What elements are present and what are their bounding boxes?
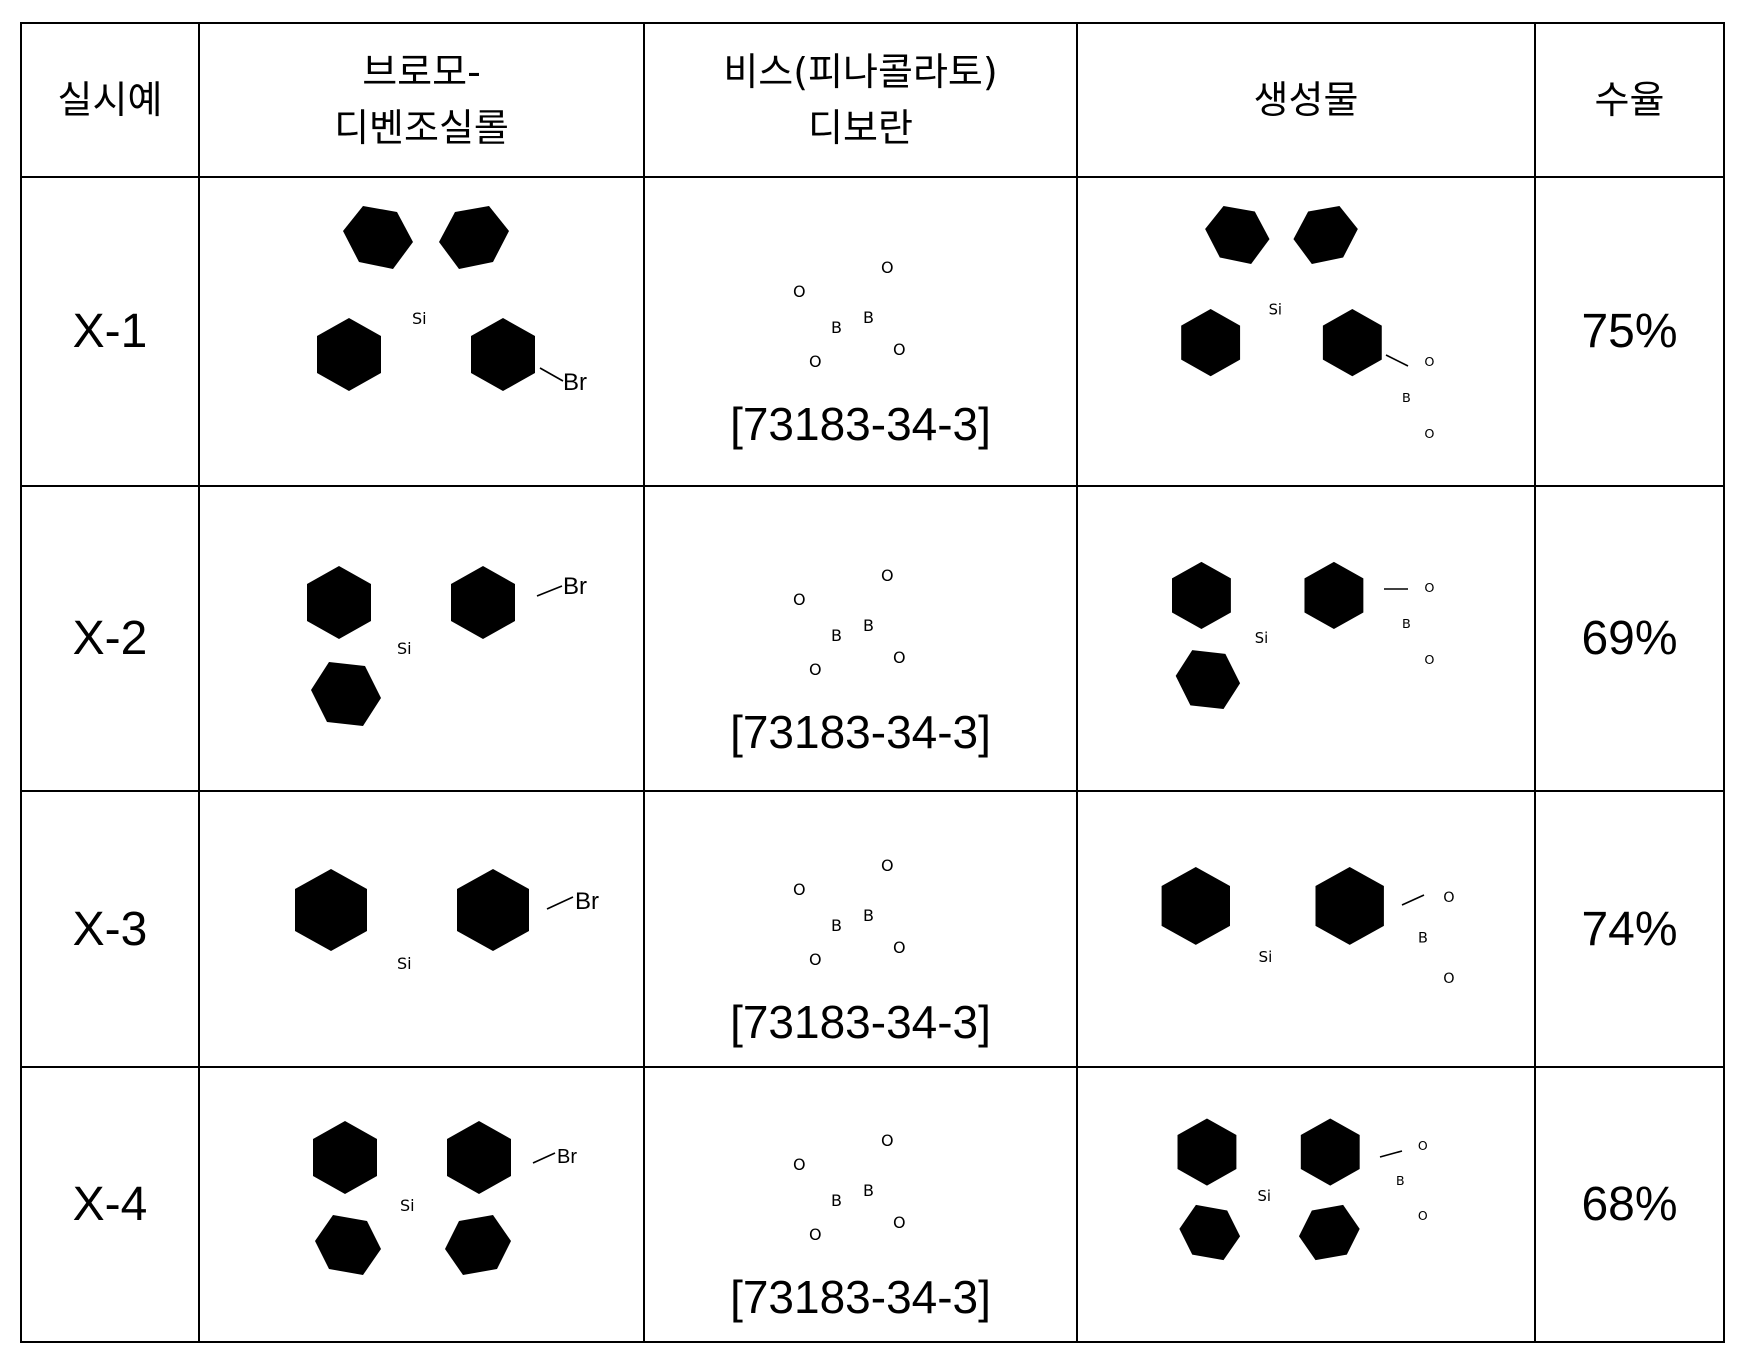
cas-number: [73183-34-3]: [645, 401, 1076, 447]
reagent-structure: [731, 1098, 991, 1268]
svg-text:Br: Br: [563, 573, 587, 600]
header-yield: 수율: [1535, 23, 1724, 177]
reagent-structure: [731, 225, 991, 395]
cas-number: [73183-34-3]: [645, 1274, 1076, 1320]
product-structure-cell: [1077, 1067, 1535, 1342]
bromo-structure-cell: Br: [199, 177, 644, 486]
yield-value: 74%: [1535, 791, 1724, 1066]
reagent-structure: [731, 533, 991, 703]
svg-text:Br: Br: [575, 888, 599, 915]
cas-number: [73183-34-3]: [645, 709, 1076, 755]
table-row: X-3 Br [73183-34-3] 74%: [21, 791, 1724, 1066]
table-row: X-2 Br [73183-34-3] 69%: [21, 486, 1724, 792]
results-table: 실시예 브로모-디벤조실롤 비스(피나콜라토)디보란 생성물 수율 X-1 Br…: [20, 22, 1725, 1343]
header-product: 생성물: [1077, 23, 1535, 177]
product-structure-x4: [1126, 1089, 1486, 1319]
yield-value: 68%: [1535, 1067, 1724, 1342]
cas-number: [73183-34-3]: [645, 999, 1076, 1045]
product-structure-cell: [1077, 791, 1535, 1066]
table-row: X-1 Br [73183-34-3] 75%: [21, 177, 1724, 486]
svg-text:Br: Br: [557, 1146, 577, 1168]
bromo-structure-x1: Br: [257, 206, 587, 456]
reagent-structure: [731, 823, 991, 993]
reagent-cell: [73183-34-3]: [644, 791, 1077, 1066]
header-bis-pinacolato-diborane: 비스(피나콜라토)디보란: [644, 23, 1077, 177]
bromo-structure-cell: Br: [199, 791, 644, 1066]
example-id: X-1: [21, 177, 199, 486]
example-id: X-4: [21, 1067, 199, 1342]
header-bromo-dibenzosilole: 브로모-디벤조실롤: [199, 23, 644, 177]
bromo-structure-cell: Br: [199, 1067, 644, 1342]
product-structure-x2: [1126, 514, 1486, 764]
product-structure-cell: [1077, 486, 1535, 792]
header-row: 실시예 브로모-디벤조실롤 비스(피나콜라토)디보란 생성물 수율: [21, 23, 1724, 177]
yield-value: 75%: [1535, 177, 1724, 486]
reagent-cell: [73183-34-3]: [644, 177, 1077, 486]
product-structure-x1: [1126, 206, 1486, 456]
bromo-structure-x3: Br: [247, 829, 597, 1029]
svg-text:Br: Br: [563, 369, 587, 396]
product-structure-x3: [1116, 829, 1496, 1029]
product-structure-cell: [1077, 177, 1535, 486]
yield-value: 69%: [1535, 486, 1724, 792]
example-id: X-2: [21, 486, 199, 792]
reagent-cell: [73183-34-3]: [644, 486, 1077, 792]
bromo-structure-x4: Br: [257, 1089, 587, 1319]
reagent-cell: [73183-34-3]: [644, 1067, 1077, 1342]
table-row: X-4 Br [73183-34-3] 68%: [21, 1067, 1724, 1342]
header-example: 실시예: [21, 23, 199, 177]
example-id: X-3: [21, 791, 199, 1066]
bromo-structure-x2: Br: [257, 514, 587, 764]
bromo-structure-cell: Br: [199, 486, 644, 792]
